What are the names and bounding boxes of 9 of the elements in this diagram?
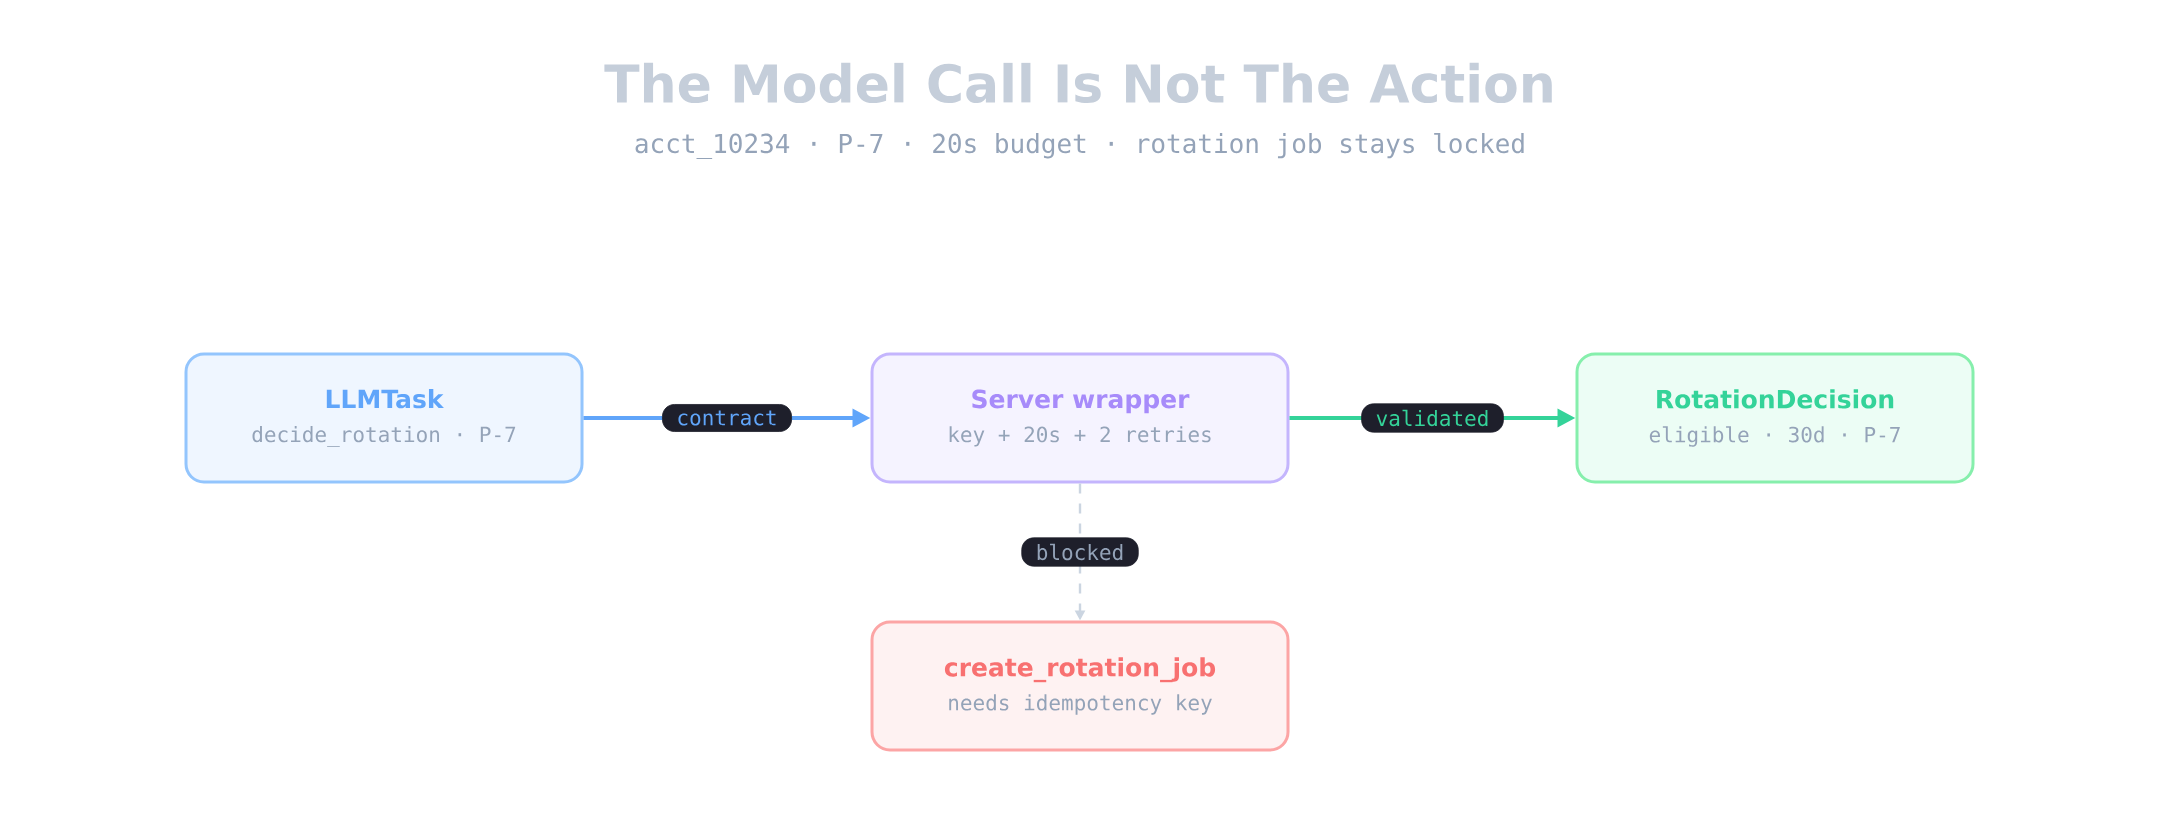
subtitle: acct_10234 · P-7 · 20s budget · rotation job stays locked bbox=[635, 133, 1524, 160]
process-box: LLMTask decide_rotation · P-7 bbox=[184, 352, 584, 484]
process-box: create_rotation_job needs idempotency key bbox=[870, 620, 1290, 752]
process-box: Server wrapper key + 20s + 2 retries bbox=[870, 352, 1290, 484]
title: The Model Call Is Not The Action bbox=[604, 62, 1552, 104]
edge-label: contract bbox=[662, 404, 792, 432]
edge-label: validated bbox=[1361, 403, 1504, 433]
process-box: RotationDecision eligible · 30d · P-7 bbox=[1575, 352, 1975, 484]
edge-label: blocked bbox=[1021, 537, 1139, 567]
